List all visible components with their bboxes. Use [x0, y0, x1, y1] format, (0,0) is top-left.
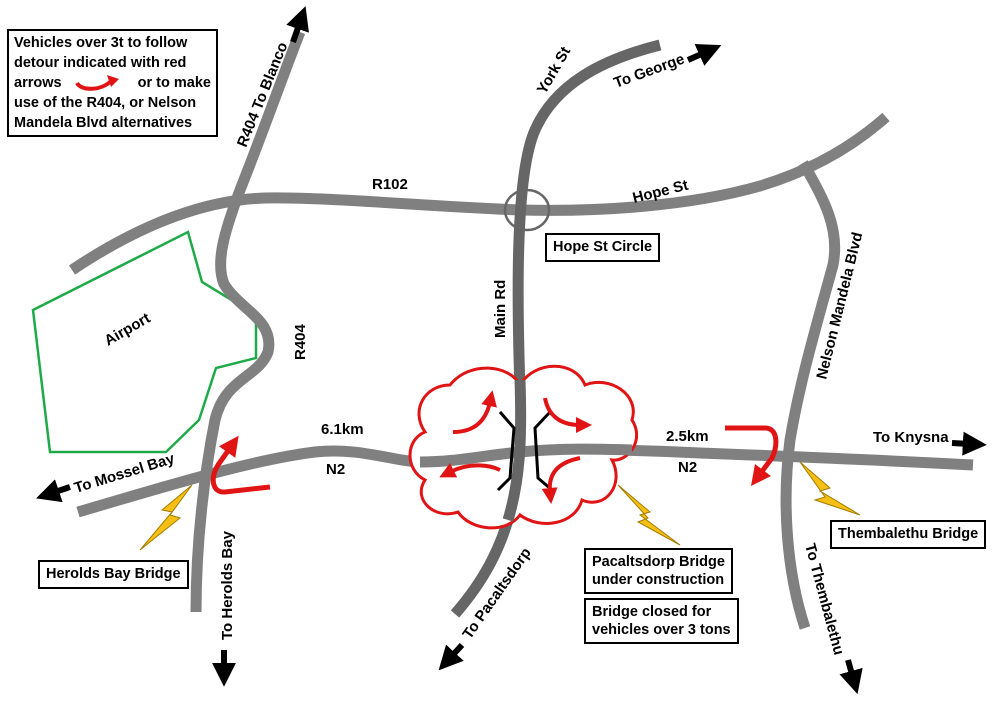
- road-r102-hope-st: [68, 112, 890, 275]
- label-n2-left: N2: [326, 461, 345, 478]
- bridge-closed-line-2: vehicles over 3 tons: [592, 622, 731, 638]
- label-r404: R404: [292, 323, 309, 360]
- arrow-to-knysna: [951, 431, 987, 456]
- label-dist-right: 2.5km: [666, 428, 709, 445]
- label-r102: R102: [372, 176, 408, 193]
- label-to-herolds-bay: To Herolds Bay: [219, 530, 236, 640]
- detour-uturn-herolds: [210, 435, 271, 495]
- detour-arrow-nw: [452, 390, 497, 434]
- notice-line-1: Vehicles over 3t to follow: [14, 35, 188, 51]
- herolds-bay-bridge-box: Herolds Bay Bridge: [38, 560, 189, 589]
- arrow-to-george: [686, 43, 722, 66]
- arrow-to-mossel-bay: [36, 479, 71, 503]
- road-r404: [190, 29, 306, 613]
- road-nelson-mandela-blvd: [780, 160, 841, 630]
- pacaltsdorp-bridge-line-2: under construction: [592, 572, 725, 588]
- notice-line-3b: or to make: [137, 75, 211, 91]
- hope-st-circle-marker: [503, 188, 551, 232]
- detour-arrow-sw: [439, 463, 501, 478]
- bridge-closed-line-1: Bridge closed for: [592, 604, 712, 620]
- arrow-to-thembalethu: [839, 659, 863, 695]
- notice-line-5: Mandela Blvd alternatives: [14, 115, 193, 131]
- hope-st-circle-box: Hope St Circle: [545, 233, 661, 262]
- notice-line-3a: arrows: [14, 75, 62, 91]
- label-to-knysna: To Knysna: [873, 429, 949, 446]
- label-airport: Airport: [102, 310, 154, 350]
- label-dist-left: 6.1km: [321, 421, 364, 438]
- bridge-closed-box: Bridge closed for vehicles over 3 tons: [584, 598, 739, 644]
- airport-boundary: [31, 230, 258, 454]
- pacaltsdorp-bridge-line-1: Pacaltsdorp Bridge: [592, 554, 725, 570]
- notice-line-2: detour indicated with red: [14, 55, 187, 71]
- label-n2-right: N2: [678, 459, 697, 476]
- pacaltsdorp-bridge-box: Pacaltsdorp Bridge under construction: [584, 548, 733, 594]
- detour-arrow-ne: [543, 397, 592, 433]
- bolt-herolds-bridge: [139, 484, 193, 551]
- bolt-pacaltsdorp-bridge: [617, 484, 681, 546]
- notice-line-4: use of the R404, or Nelson: [14, 95, 197, 111]
- label-main-rd: Main Rd: [492, 280, 509, 338]
- detour-notice: Vehicles over 3t to follow detour indica…: [7, 29, 218, 137]
- bolt-thembalethu-bridge: [799, 461, 861, 516]
- label-to-thembalethu: To Thembalethu: [801, 542, 847, 657]
- arrow-to-pacaltsdorp: [438, 642, 465, 671]
- detour-arrow-s: [541, 456, 581, 504]
- thembalethu-bridge-box: Thembalethu Bridge: [830, 520, 987, 549]
- red-arrow-icon: [74, 75, 119, 91]
- arrow-to-blanco: [286, 6, 309, 43]
- detour-uturn-thembalethu: [725, 425, 779, 486]
- bridge-closed-symbol: [496, 410, 553, 492]
